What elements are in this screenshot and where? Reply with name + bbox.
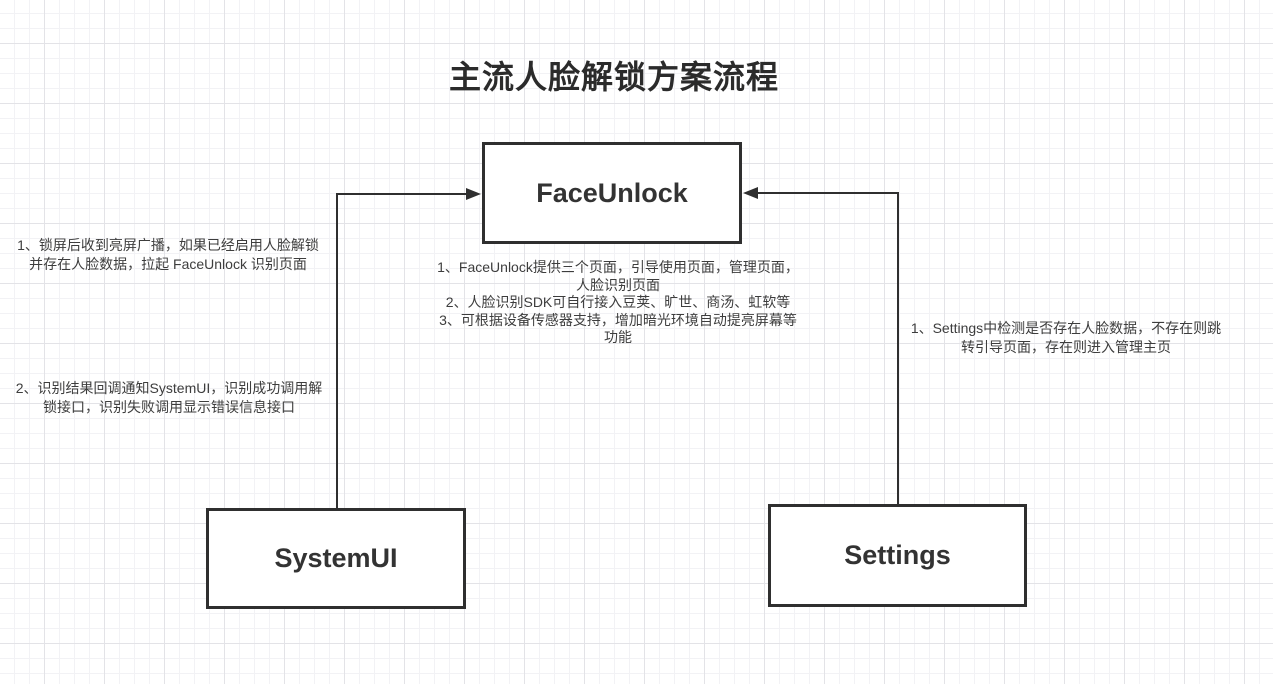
note-screen-on-broadcast: 1、锁屏后收到亮屏广播，如果已经启用人脸解锁 并存在人脸数据，拉起 FaceUn… [17,237,319,272]
note-faceunlock-details: 1、FaceUnlock提供三个页面，引导使用页面，管理页面， 人脸识别页面 2… [437,259,799,345]
arrowhead-right-icon [466,188,481,200]
node-systemui[interactable]: SystemUI [206,508,466,609]
node-settings-label: Settings [844,540,951,570]
note-recognition-callback: 2、识别结果回调通知SystemUI，识别成功调用解 锁接口，识别失败调用显示错… [15,380,323,415]
node-faceunlock-label: FaceUnlock [536,177,688,208]
node-systemui-label: SystemUI [274,543,398,573]
arrowhead-left-icon [743,187,758,199]
note-settings-check: 1、Settings中检测是否存在人脸数据，不存在则跳 转引导页面，存在则进入管… [910,320,1222,355]
connector-systemui-to-faceunlock [336,188,481,508]
diagram-title: 主流人脸解锁方案流程 [448,59,779,95]
node-settings[interactable]: Settings [768,504,1027,607]
node-faceunlock[interactable]: FaceUnlock [482,142,742,244]
